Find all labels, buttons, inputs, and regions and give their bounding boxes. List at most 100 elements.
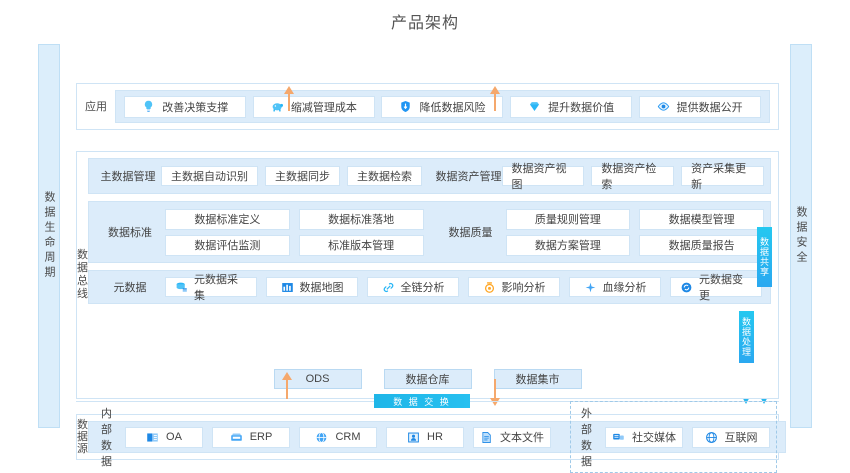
oa-icon [146, 431, 159, 444]
diamond-icon [528, 100, 541, 113]
data-source-label: 数据源 [77, 419, 88, 455]
chip-standard-definition[interactable]: 数据标准定义 [165, 208, 290, 230]
chip-standard-version[interactable]: 标准版本管理 [298, 234, 424, 256]
app-item-reduce-risk[interactable]: 降低数据风险 [381, 95, 504, 118]
vertical-tab-label: 数据共享 [759, 237, 769, 277]
data-standard-group: 数据标准 数据标准定义 数据标准落地 数据评估监测 标准版本管理 [89, 208, 430, 256]
chip-label: 血缘分析 [602, 282, 647, 294]
vertical-tab-label: 数据处理 [741, 317, 751, 357]
erp-icon [230, 431, 243, 444]
application-label: 应用 [85, 100, 107, 113]
chip-label: 元数据采集 [194, 274, 238, 302]
shield-icon [399, 100, 412, 113]
source-social-media[interactable]: 社交媒体 [605, 426, 683, 448]
master-and-asset-panel: 主数据管理 主数据自动识别 主数据同步 主数据检索 数据资产管理 数据资产视图 … [88, 158, 771, 194]
app-item-label: 提升数据价值 [548, 101, 615, 114]
data-quality-title: 数据质量 [448, 227, 493, 239]
storage-row: ODS 数据仓库 数据集市 [76, 369, 779, 389]
chip-asset-search[interactable]: 数据资产检索 [591, 163, 675, 191]
data-bus-block: 数据总线 主数据管理 主数据自动识别 主数据同步 主数据检索 数据资产管理 数据… [76, 151, 779, 399]
side-band-security: 数据安全 [790, 44, 812, 428]
chip-master-sync[interactable]: 主数据同步 [265, 166, 340, 186]
app-item-label: 提供数据公开 [676, 101, 743, 114]
chip-label: 文本文件 [500, 432, 544, 444]
application-items: 改善决策支撑 缩减管理成本 降低数据风险 提升数据价值 提供数据公开 [115, 90, 770, 123]
branch-icon [584, 281, 597, 294]
chip-metadata-change[interactable]: 元数据变更 [670, 274, 762, 302]
source-erp[interactable]: ERP [212, 426, 290, 448]
chip-label: 影响分析 [501, 282, 546, 294]
chip-label: CRM [335, 431, 361, 443]
master-data-title: 主数据管理 [100, 171, 156, 183]
social-icon [612, 431, 625, 444]
database-icon [175, 281, 188, 294]
chip-asset-view[interactable]: 数据资产视图 [501, 163, 585, 191]
app-item-increase-value[interactable]: 提升数据价值 [510, 95, 633, 118]
internal-data-title: 内部数据 [101, 408, 112, 468]
target-icon [483, 281, 496, 294]
link-icon [382, 281, 395, 294]
data-bus-label: 数据总线 [77, 249, 88, 300]
eye-icon [657, 100, 670, 113]
chip-label: OA [166, 431, 182, 443]
chip-impact-analysis[interactable]: 影响分析 [468, 277, 560, 297]
chip-standard-implementation[interactable]: 数据标准落地 [298, 208, 424, 230]
storage-ods[interactable]: ODS [273, 369, 362, 389]
application-block: 应用 改善决策支撑 缩减管理成本 降低数据风险 提升数据价值 提供数据公开 [76, 83, 779, 130]
map-icon [281, 281, 294, 294]
metadata-title: 元数据 [113, 282, 147, 294]
metadata-panel: 元数据 元数据采集 数据地图 全链分析 [88, 270, 771, 304]
data-source-items: 内部数据 OA ERP CRM HR 文本文件 [88, 401, 786, 473]
chip-lineage-analysis[interactable]: 血缘分析 [569, 277, 661, 297]
data-asset-title: 数据资产管理 [435, 171, 502, 183]
chip-data-plan[interactable]: 数据方案管理 [505, 234, 631, 256]
source-text-file[interactable]: 文本文件 [473, 426, 551, 448]
chip-master-auto-recognition[interactable]: 主数据自动识别 [161, 166, 258, 186]
master-data-group: 主数据管理 主数据自动识别 主数据同步 主数据检索 [89, 166, 430, 186]
chip-data-map[interactable]: 数据地图 [266, 277, 358, 297]
chip-quality-report[interactable]: 数据质量报告 [639, 234, 764, 256]
side-band-security-label: 数据安全 [795, 206, 807, 266]
arrow-up-exchange-left [282, 372, 292, 399]
chip-master-search[interactable]: 主数据检索 [347, 166, 422, 186]
lightbulb-icon [142, 100, 155, 113]
side-band-lifecycle-label: 数据生命周期 [43, 191, 55, 281]
app-item-reduce-cost[interactable]: 缩减管理成本 [252, 95, 375, 118]
data-asset-group: 数据资产管理 数据资产视图 数据资产检索 资产采集更新 [430, 163, 771, 191]
page-title: 产品架构 [390, 15, 459, 32]
app-item-improve-decision[interactable]: 改善决策支撑 [124, 95, 247, 118]
chip-full-chain-analysis[interactable]: 全链分析 [367, 277, 459, 297]
source-internet[interactable]: 互联网 [692, 426, 770, 448]
chip-label: HR [427, 431, 443, 443]
exchange-tag: 数 据 交 换 [374, 394, 470, 408]
storage-datamart[interactable]: 数据集市 [493, 369, 582, 389]
chip-metadata-collection[interactable]: 元数据采集 [165, 274, 257, 302]
arrow-down-exchange-right [490, 379, 500, 406]
source-crm[interactable]: CRM [299, 426, 377, 448]
standard-and-quality-panel: 数据标准 数据标准定义 数据标准落地 数据评估监测 标准版本管理 数据质量 质量… [88, 201, 771, 263]
vertical-tab-data-sharing: 数据共享 [757, 227, 772, 287]
chip-quality-rules[interactable]: 质量规则管理 [505, 208, 631, 230]
chip-label: 社交媒体 [632, 432, 676, 444]
metadata-group: 元数据 元数据采集 数据地图 全链分析 [89, 274, 770, 302]
external-data-box: 外部数据 社交媒体 互联网 [570, 401, 777, 473]
data-standard-title: 数据标准 [108, 227, 152, 239]
app-item-label: 改善决策支撑 [162, 101, 229, 114]
app-item-open-data[interactable]: 提供数据公开 [638, 95, 761, 118]
chip-standard-assessment[interactable]: 数据评估监测 [165, 234, 290, 256]
hr-icon [407, 431, 420, 444]
app-item-label: 降低数据风险 [419, 101, 486, 114]
document-icon [480, 431, 493, 444]
globe-icon [705, 431, 718, 444]
chip-data-model[interactable]: 数据模型管理 [639, 208, 764, 230]
source-hr[interactable]: HR [386, 426, 464, 448]
app-item-label: 缩减管理成本 [290, 101, 357, 114]
source-oa[interactable]: OA [125, 426, 203, 448]
arrow-up-right [490, 86, 500, 111]
data-source-block: 数据源 内部数据 OA ERP CRM HR 文本文件 [76, 401, 786, 473]
chip-asset-collect-update[interactable]: 资产采集更新 [681, 163, 764, 191]
arrow-up-left [284, 86, 294, 111]
chip-label: 互联网 [724, 432, 758, 444]
storage-warehouse[interactable]: 数据仓库 [383, 369, 472, 389]
chip-label: ERP [249, 431, 273, 443]
